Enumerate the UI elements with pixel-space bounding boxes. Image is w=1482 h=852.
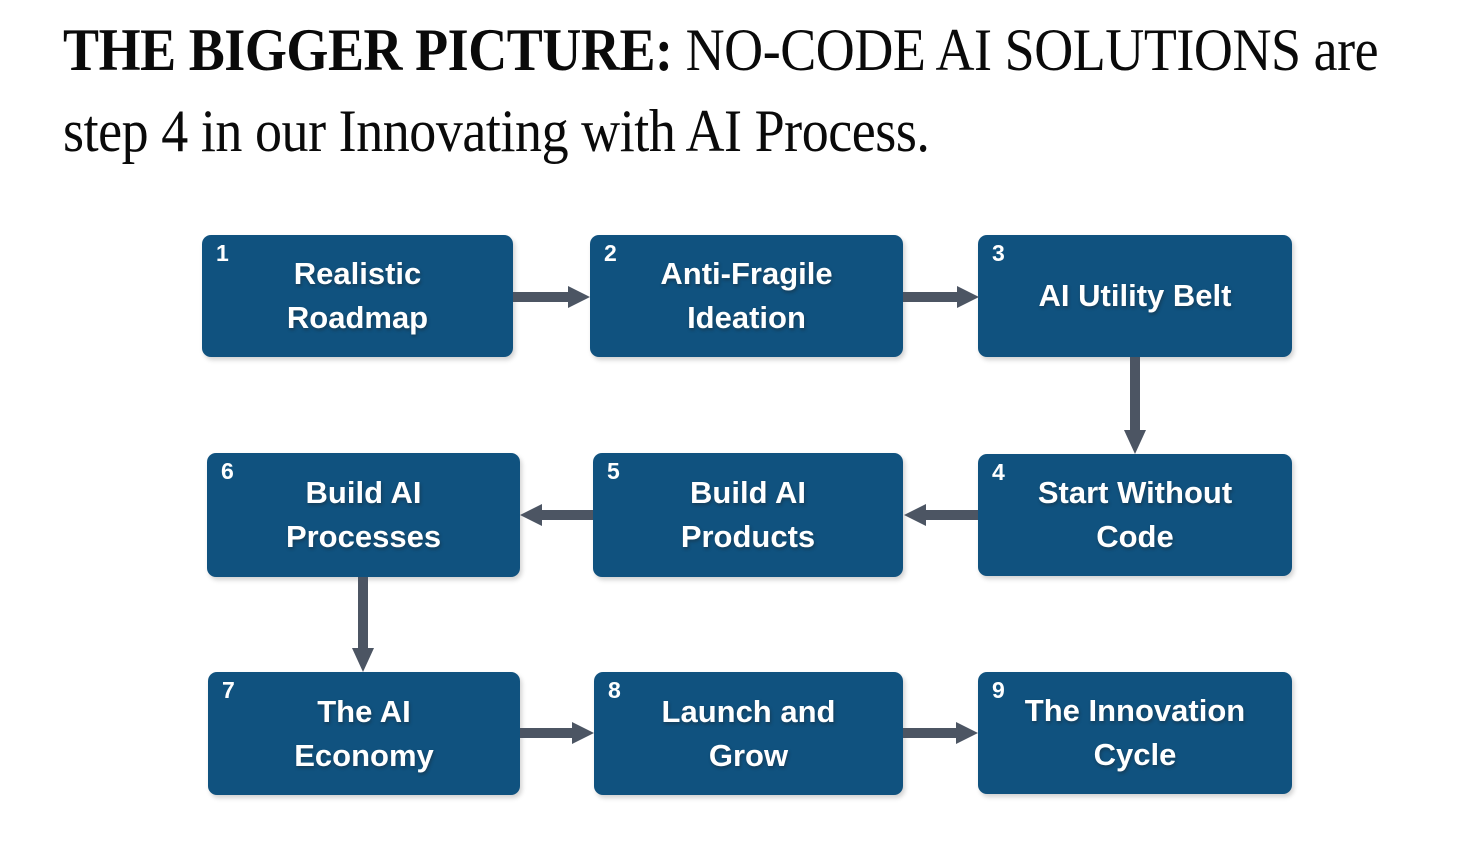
page-title-line-2: step 4 in our Innovating with AI Process… xyxy=(63,98,930,164)
arrow-step4-to-step5-icon xyxy=(904,504,978,526)
flow-step-6: 6 Build AI Processes xyxy=(207,453,520,577)
step-1-line-2: Roadmap xyxy=(286,300,429,335)
step-2-line-1: Anti-Fragile xyxy=(660,256,833,291)
step-4-line-1: Start Without xyxy=(1037,475,1233,510)
page-title: THE BIGGER PICTURE: NO-CODE AI SOLUTIONS… xyxy=(63,10,1379,172)
step-6-label: Build AI Processes xyxy=(276,471,451,559)
step-9-label: The Innovation Cycle xyxy=(1015,689,1255,777)
page-title-line-1: THE BIGGER PICTURE: NO-CODE AI SOLUTIONS… xyxy=(63,10,1379,91)
flow-step-8: 8 Launch and Grow xyxy=(594,672,903,795)
step-4-number: 4 xyxy=(992,459,1005,485)
step-3-number: 3 xyxy=(992,240,1005,266)
step-7-line-1: The AI xyxy=(317,693,411,729)
step-8-line-1: Launch and xyxy=(661,693,836,729)
flow-step-4: 4 Start Without Code xyxy=(978,454,1292,576)
step-5-number: 5 xyxy=(607,458,620,484)
step-6-line-1: Build AI xyxy=(305,475,422,510)
flow-step-9: 9 The Innovation Cycle xyxy=(978,672,1292,794)
step-2-label: Anti-Fragile Ideation xyxy=(650,252,842,340)
step-3-line-1: AI Utility Belt xyxy=(1038,278,1232,313)
step-1-line-1: Realistic xyxy=(293,256,422,291)
step-9-line-2: Cycle xyxy=(1093,737,1177,772)
step-4-label: Start Without Code xyxy=(1028,471,1242,559)
step-7-number: 7 xyxy=(222,677,235,703)
arrow-step1-to-step2-icon xyxy=(513,286,590,308)
flow-step-5: 5 Build AI Products xyxy=(593,453,903,577)
step-1-label: Realistic Roadmap xyxy=(277,252,438,340)
page-title-bold-text: THE BIGGER PICTURE: xyxy=(63,17,673,83)
arrow-step7-to-step8-icon xyxy=(520,722,594,744)
step-7-line-2: Economy xyxy=(294,737,434,773)
flow-step-7: 7 The AI Economy xyxy=(208,672,520,795)
step-1-number: 1 xyxy=(216,240,229,266)
step-3-label: AI Utility Belt xyxy=(1029,274,1242,318)
step-8-line-2: Grow xyxy=(708,737,789,773)
step-2-number: 2 xyxy=(604,240,617,266)
step-6-line-2: Processes xyxy=(285,519,442,554)
step-5-line-1: Build AI xyxy=(690,475,806,510)
arrow-step6-to-step7-icon xyxy=(352,577,374,672)
step-9-line-1: The Innovation xyxy=(1024,693,1246,728)
step-5-line-2: Products xyxy=(680,519,816,554)
flow-step-3: 3 AI Utility Belt xyxy=(978,235,1292,357)
step-7-label: The AI Economy xyxy=(284,690,444,778)
step-6-number: 6 xyxy=(221,458,234,484)
step-2-line-2: Ideation xyxy=(687,300,806,335)
arrow-step5-to-step6-icon xyxy=(520,504,593,526)
flow-step-2: 2 Anti-Fragile Ideation xyxy=(590,235,903,357)
step-4-line-2: Code xyxy=(1096,519,1174,554)
step-8-label: Launch and Grow xyxy=(652,690,846,778)
arrow-step8-to-step9-icon xyxy=(903,722,978,744)
flow-step-1: 1 Realistic Roadmap xyxy=(202,235,513,357)
step-5-label: Build AI Products xyxy=(671,471,825,559)
arrow-step2-to-step3-icon xyxy=(903,286,979,308)
step-8-number: 8 xyxy=(608,677,621,703)
page-title-line-1-rest: NO-CODE AI SOLUTIONS are xyxy=(672,17,1379,83)
step-9-number: 9 xyxy=(992,677,1005,703)
arrow-step3-to-step4-icon xyxy=(1124,357,1146,454)
